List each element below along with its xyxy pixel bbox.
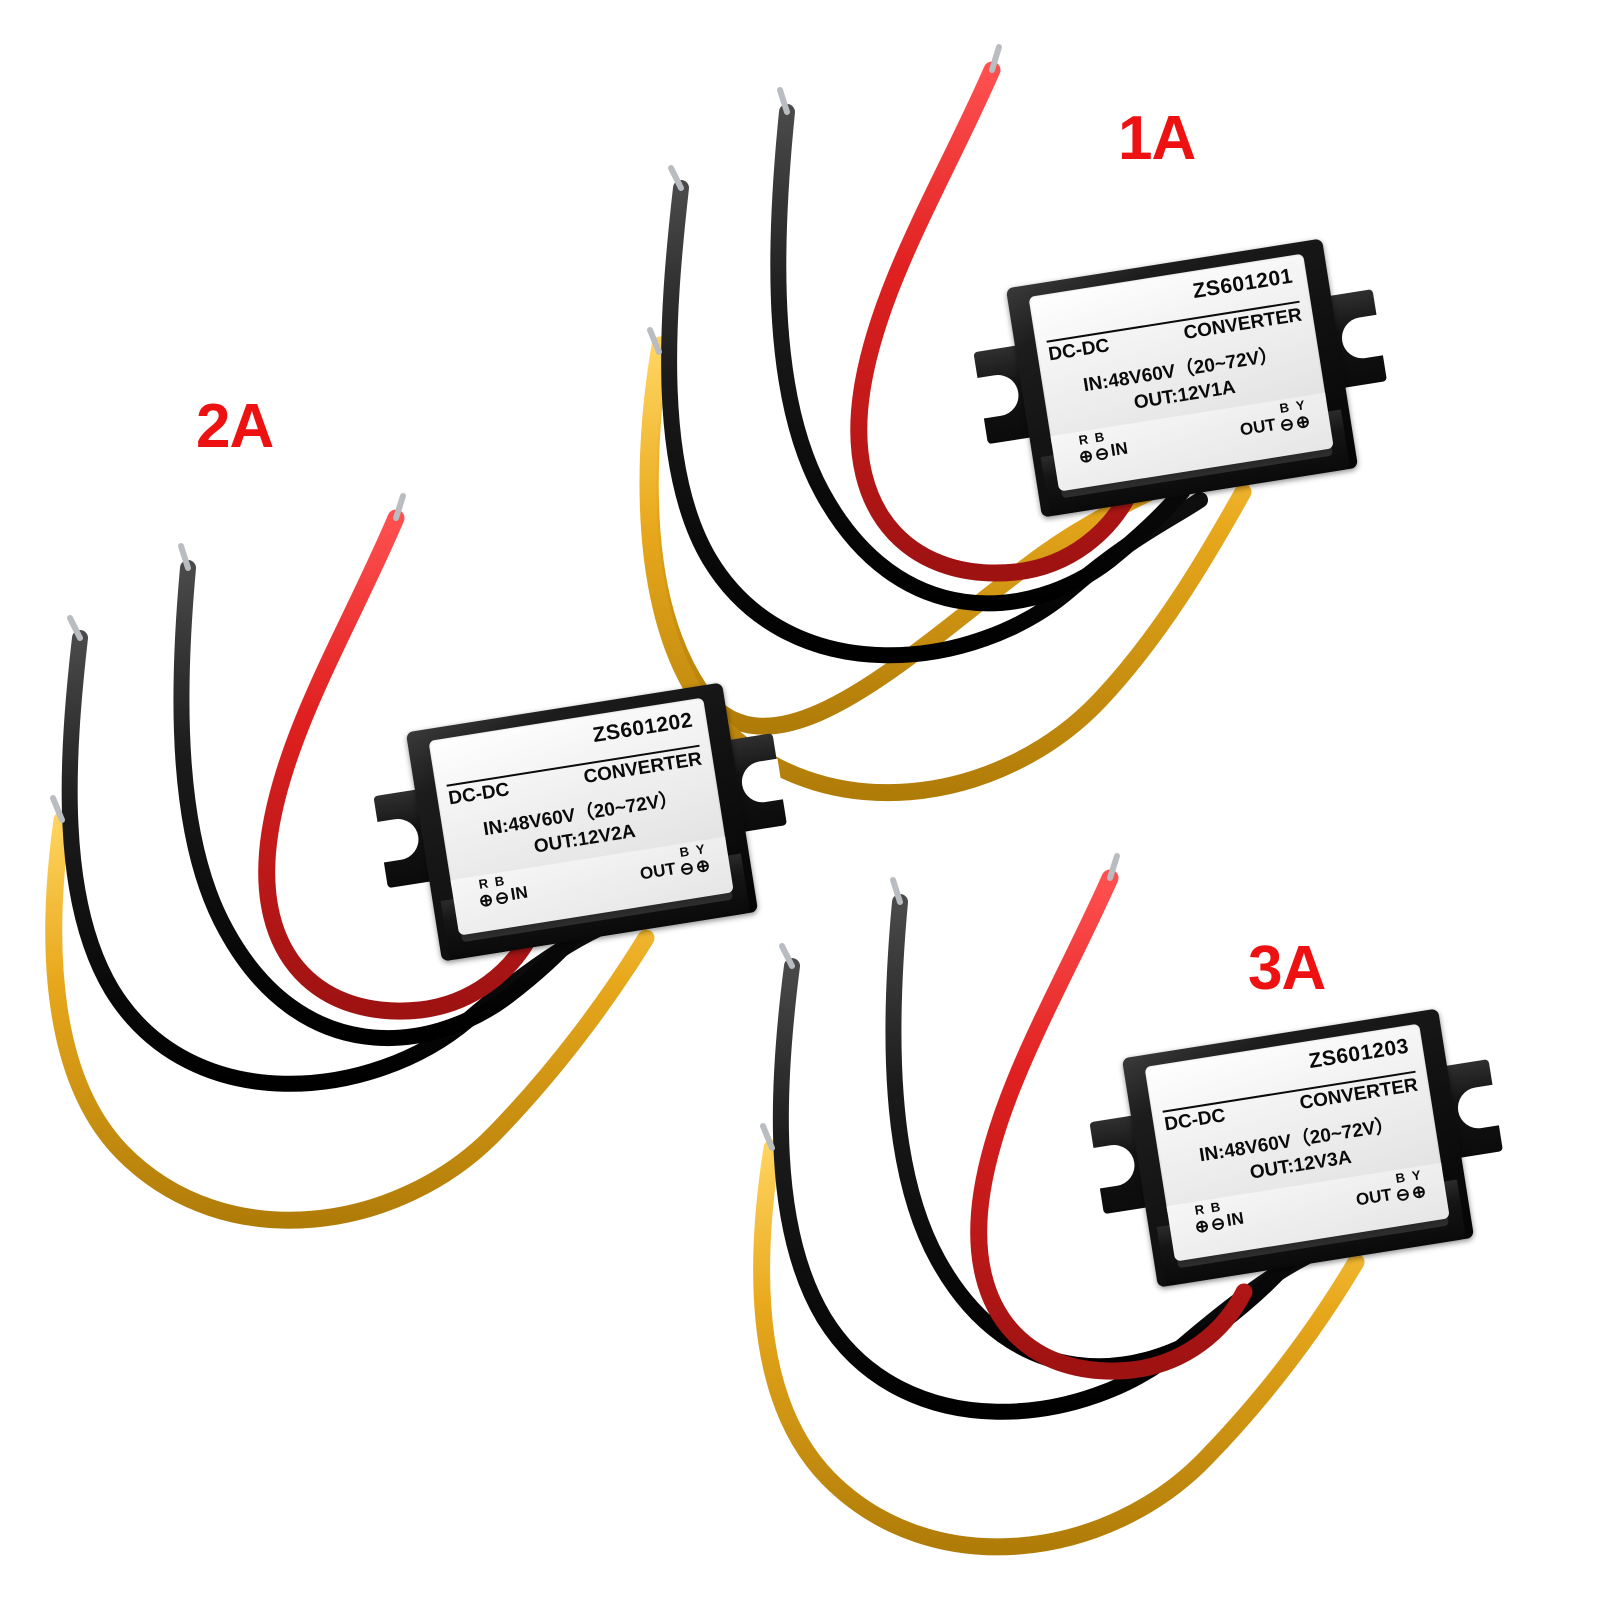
model-number-2a: ZS601202 — [591, 708, 695, 747]
output-terminals-1a: OUT B⊖ Y⊕ — [1237, 398, 1312, 442]
terminal-code: Y — [1410, 1167, 1422, 1184]
polarity-plus-icon: ⊕ — [477, 890, 495, 912]
input-word-3a: IN — [1225, 1208, 1246, 1231]
wire-group-unit-3a — [753, 853, 1365, 1556]
polarity-plus-icon: ⊕ — [1077, 446, 1095, 468]
input-terminals-1a: R⊕ B⊖ IN — [1075, 427, 1130, 468]
output-terminals-3a: OUT B⊖ Y⊕ — [1353, 1168, 1428, 1212]
polarity-plus-icon: ⊕ — [1193, 1216, 1211, 1238]
polarity-minus-icon: ⊖ — [493, 887, 511, 909]
converter-module-3a[interactable]: ZS601203 DC-DC CONVERTER IN:48V60V（20~72… — [1089, 1008, 1503, 1288]
annotation-3a: 3A — [1248, 934, 1326, 1003]
output-terminals-2a: OUT B⊖ Y⊕ — [637, 842, 712, 886]
polarity-minus-icon: ⊖ — [1093, 443, 1111, 465]
converter-module-2a[interactable]: ZS601202 DC-DC CONVERTER IN:48V60V（20~72… — [373, 682, 787, 962]
output-word-3a: OUT — [1354, 1185, 1394, 1210]
input-word-1a: IN — [1109, 438, 1130, 461]
polarity-minus-icon: ⊖ — [678, 858, 696, 880]
input-word-2a: IN — [509, 882, 530, 905]
input-terminals-2a: R⊕ B⊖ IN — [475, 871, 530, 912]
model-number-1a: ZS601201 — [1191, 264, 1295, 303]
terminal-code: Y — [694, 841, 706, 858]
polarity-minus-icon: ⊖ — [1278, 414, 1296, 436]
terminal-code: Y — [1294, 397, 1306, 414]
model-number-3a: ZS601203 — [1307, 1034, 1411, 1073]
wire-group-unit-2a — [45, 493, 655, 1229]
annotation-2a: 2A — [196, 392, 274, 461]
polarity-minus-icon: ⊖ — [1209, 1213, 1227, 1235]
polarity-plus-icon: ⊕ — [694, 855, 712, 877]
polarity-minus-icon: ⊖ — [1394, 1184, 1412, 1206]
polarity-plus-icon: ⊕ — [1294, 411, 1312, 433]
annotation-1a: 1A — [1118, 104, 1196, 173]
input-terminals-3a: R⊕ B⊖ IN — [1191, 1197, 1246, 1238]
converter-module-1a[interactable]: ZS601201 DC-DC CONVERTER IN:48V60V（20~72… — [973, 238, 1387, 518]
output-word-1a: OUT — [1238, 415, 1278, 440]
polarity-plus-icon: ⊕ — [1410, 1181, 1428, 1203]
output-word-2a: OUT — [638, 859, 678, 884]
